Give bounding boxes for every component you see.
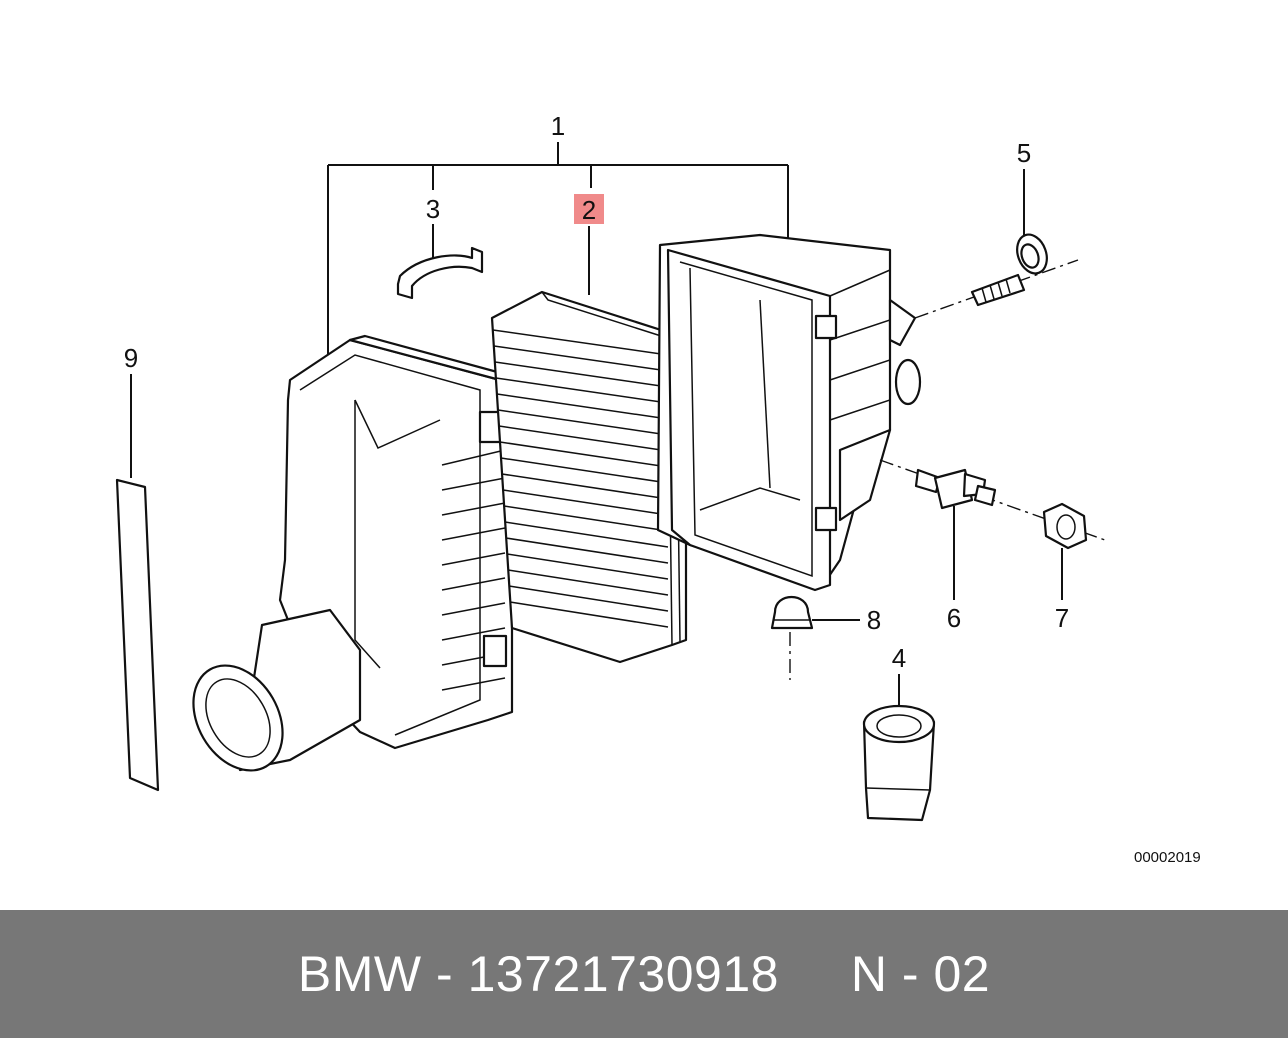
- callout-7: 7: [1055, 603, 1069, 633]
- exploded-parts-diagram: 1 2 3 9: [115, 111, 1201, 866]
- intake-tube: [192, 608, 362, 772]
- callout-1-leader: [327, 142, 789, 355]
- footer-brand: BMW: [297, 946, 422, 1002]
- callout-3: 3: [426, 194, 440, 224]
- hose-part: [862, 704, 936, 822]
- nut-part: [1042, 502, 1088, 550]
- seal-strip-part: [115, 478, 160, 792]
- callout-6: 6: [947, 603, 961, 633]
- filter-element-part: [490, 290, 688, 664]
- callout-5: 5: [1017, 138, 1031, 168]
- valve-part: [914, 468, 997, 510]
- callout-8: 8: [867, 605, 881, 635]
- footer-position-code: N - 02: [850, 946, 991, 1002]
- part-footer-banner: BMW - 13721730918 N - 02: [0, 910, 1288, 1038]
- upper-housing-part: [656, 233, 922, 592]
- bolt-part: [970, 233, 1048, 307]
- callout-1: 1: [551, 111, 565, 141]
- footer-part-number: 13721730918: [467, 946, 779, 1002]
- callout-4: 4: [892, 643, 906, 673]
- spring-clip-part: [396, 246, 484, 300]
- callout-9: 9: [124, 343, 138, 373]
- callout-2-highlight: [574, 194, 604, 224]
- callout-2: 2: [582, 195, 596, 225]
- rubber-cap-part: [770, 596, 814, 630]
- diagram-canvas: 1 2 3 9: [115, 111, 1201, 866]
- footer-separator: -: [436, 946, 454, 1002]
- diagram-reference-number: 00002019: [1134, 849, 1201, 866]
